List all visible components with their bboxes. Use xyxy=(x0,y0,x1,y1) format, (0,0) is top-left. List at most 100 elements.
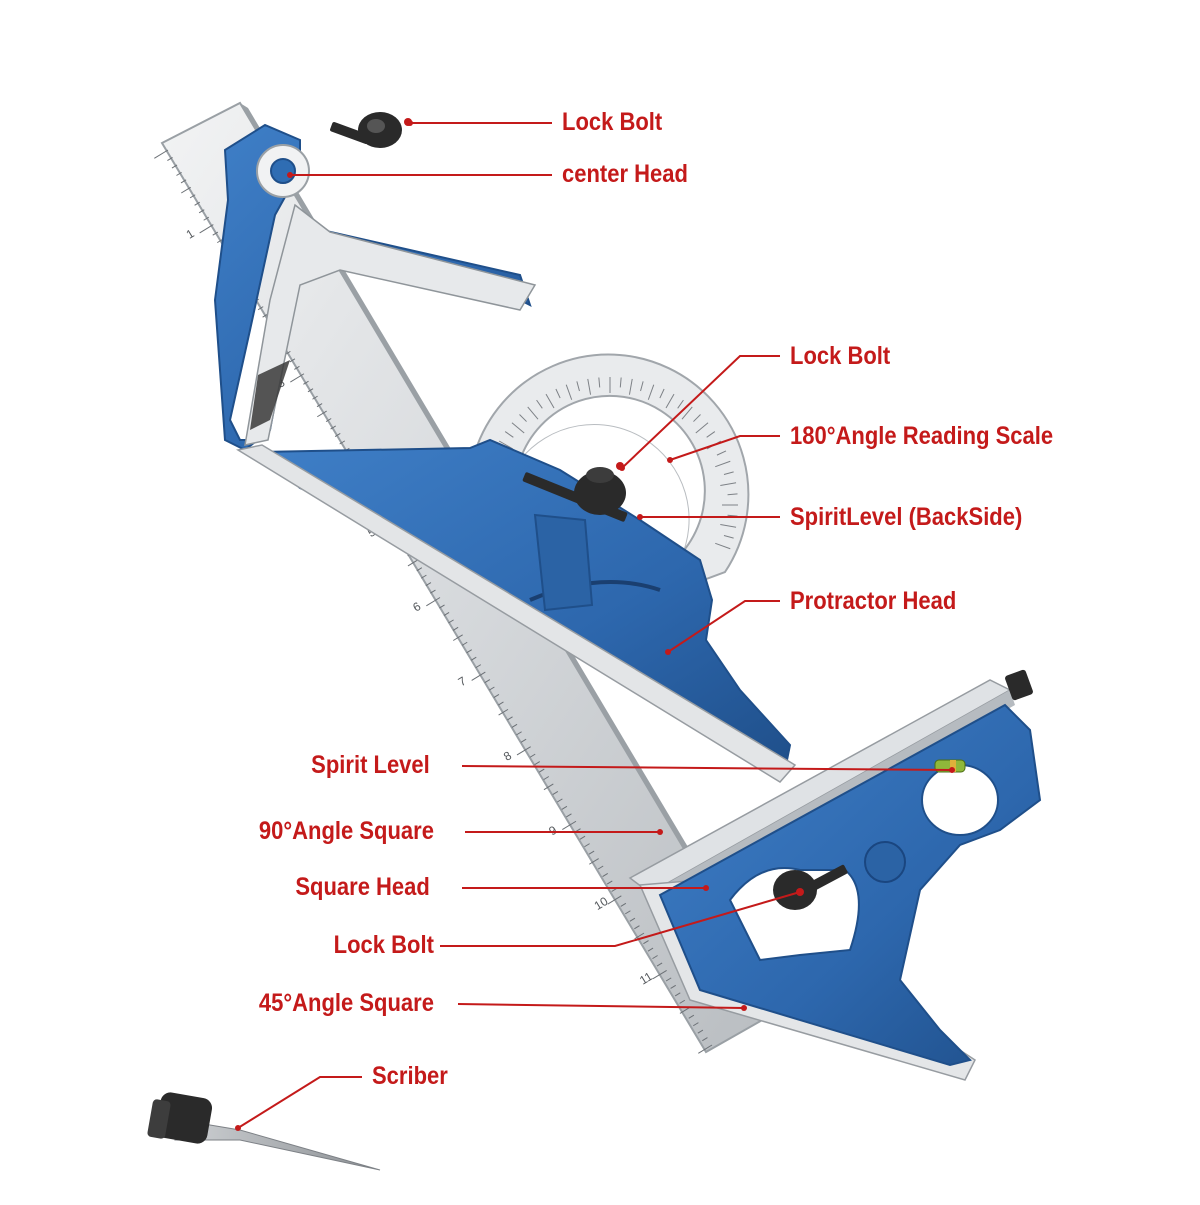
protractor-tick xyxy=(565,384,573,400)
ruler-tick xyxy=(461,641,468,646)
ruler-tick xyxy=(493,694,500,699)
protractor-tick xyxy=(587,378,592,395)
ruler-tick xyxy=(471,671,486,681)
ruler-tick xyxy=(520,738,527,743)
ruler-number: 8 xyxy=(501,748,514,764)
ruler-tick xyxy=(317,410,327,418)
ruler-tick xyxy=(443,611,450,616)
ruler-tick xyxy=(290,373,305,383)
protractor-tick xyxy=(715,460,731,468)
ruler-tick xyxy=(198,209,205,214)
ruler-tick xyxy=(607,895,622,905)
protractor-tick xyxy=(527,406,539,420)
ruler-tick xyxy=(430,589,436,594)
label-scriber: Scriber xyxy=(372,1062,448,1090)
protractor-tick xyxy=(715,542,731,550)
ruler-tick xyxy=(656,962,663,967)
ruler-tick xyxy=(543,776,550,781)
label-square-head: Square Head xyxy=(295,873,430,901)
ruler-tick xyxy=(339,440,346,445)
leader-45-angle xyxy=(457,1003,745,1009)
ruler-tick xyxy=(466,649,472,654)
ruler-tick xyxy=(416,567,423,572)
ruler-tick xyxy=(597,865,604,870)
protractor-tick xyxy=(720,482,737,487)
label-90-angle-square: 90°Angle Square xyxy=(258,817,434,845)
label-spirit-level: Spirit Level xyxy=(311,751,430,779)
ruler-tick xyxy=(312,395,318,400)
leader-lines xyxy=(237,122,953,1129)
ruler-tick xyxy=(189,194,196,199)
ruler-tick xyxy=(606,880,613,885)
ruler-tick xyxy=(289,358,296,363)
ruler-tick xyxy=(566,813,572,818)
ruler-tick xyxy=(679,999,686,1004)
protractor-tick xyxy=(640,381,644,392)
protractor-tick xyxy=(723,471,734,475)
ruler-tick xyxy=(602,873,608,878)
ruler-tick xyxy=(552,790,559,795)
ruler-number: 11 xyxy=(637,969,655,988)
leader-lock-bolt-protractor xyxy=(621,355,780,469)
protractor-tick xyxy=(659,388,665,399)
ruler-tick xyxy=(154,149,169,159)
ruler-tick xyxy=(589,858,599,865)
ruler-tick xyxy=(674,992,681,997)
ruler-number: 9 xyxy=(546,823,559,839)
top-lock-bolt-icon xyxy=(330,112,412,148)
ruler-tick xyxy=(199,224,214,234)
protractor-tick xyxy=(693,414,701,422)
ruler-tick xyxy=(557,798,563,803)
protractor-tick xyxy=(677,399,684,409)
ruler-tick xyxy=(407,559,418,567)
ruler-tick xyxy=(634,932,645,940)
label-lock-bolt-top: Lock Bolt xyxy=(562,108,663,136)
label-center-head: center Head xyxy=(562,160,688,188)
protractor-tick xyxy=(681,406,693,420)
ruler-tick xyxy=(475,664,482,669)
ruler-tick xyxy=(325,418,332,423)
ruler-tick xyxy=(652,969,667,980)
ruler-tick xyxy=(294,365,300,370)
ruler-tick xyxy=(303,380,309,385)
label-lock-bolt-square: Lock Bolt xyxy=(333,931,434,959)
ruler-tick xyxy=(176,171,182,176)
ruler-tick xyxy=(421,574,427,579)
protractor-tick xyxy=(576,381,580,392)
ruler-tick xyxy=(529,753,536,758)
leader-protractor-head xyxy=(667,600,780,653)
ruler-tick xyxy=(448,619,454,624)
ruler-tick xyxy=(426,597,441,607)
ruler-tick xyxy=(194,201,200,206)
ruler-tick xyxy=(212,231,219,236)
ruler-tick xyxy=(511,723,518,728)
ruler-tick xyxy=(562,820,577,830)
ruler-tick xyxy=(643,940,649,945)
ruler-tick xyxy=(498,701,504,706)
ruler-tick xyxy=(217,239,223,244)
ruler-tick xyxy=(538,768,545,773)
ruler-number: 6 xyxy=(410,599,423,615)
ruler-tick xyxy=(307,388,314,393)
ruler-tick xyxy=(316,403,323,408)
ruler-tick xyxy=(647,947,654,952)
protractor-tick xyxy=(706,431,716,438)
ruler-tick xyxy=(579,835,586,840)
label-angle-reading-scale: 180°Angle Reading Scale xyxy=(790,422,1054,450)
scriber-tool xyxy=(147,1092,381,1171)
protractor-tick xyxy=(727,493,738,496)
leader-lock-bolt-square xyxy=(440,891,801,947)
protractor-tick xyxy=(647,384,655,400)
leader-spirit-level xyxy=(461,765,953,771)
ruler-tick xyxy=(489,686,495,691)
ruler-tick xyxy=(470,656,477,661)
ruler-tick xyxy=(203,216,210,221)
ruler-tick xyxy=(516,746,531,756)
ruler-tick xyxy=(620,902,627,907)
ruler-tick xyxy=(697,1029,704,1034)
protractor-tick xyxy=(665,393,675,409)
ruler-tick xyxy=(543,783,554,791)
ruler-tick xyxy=(484,679,491,684)
